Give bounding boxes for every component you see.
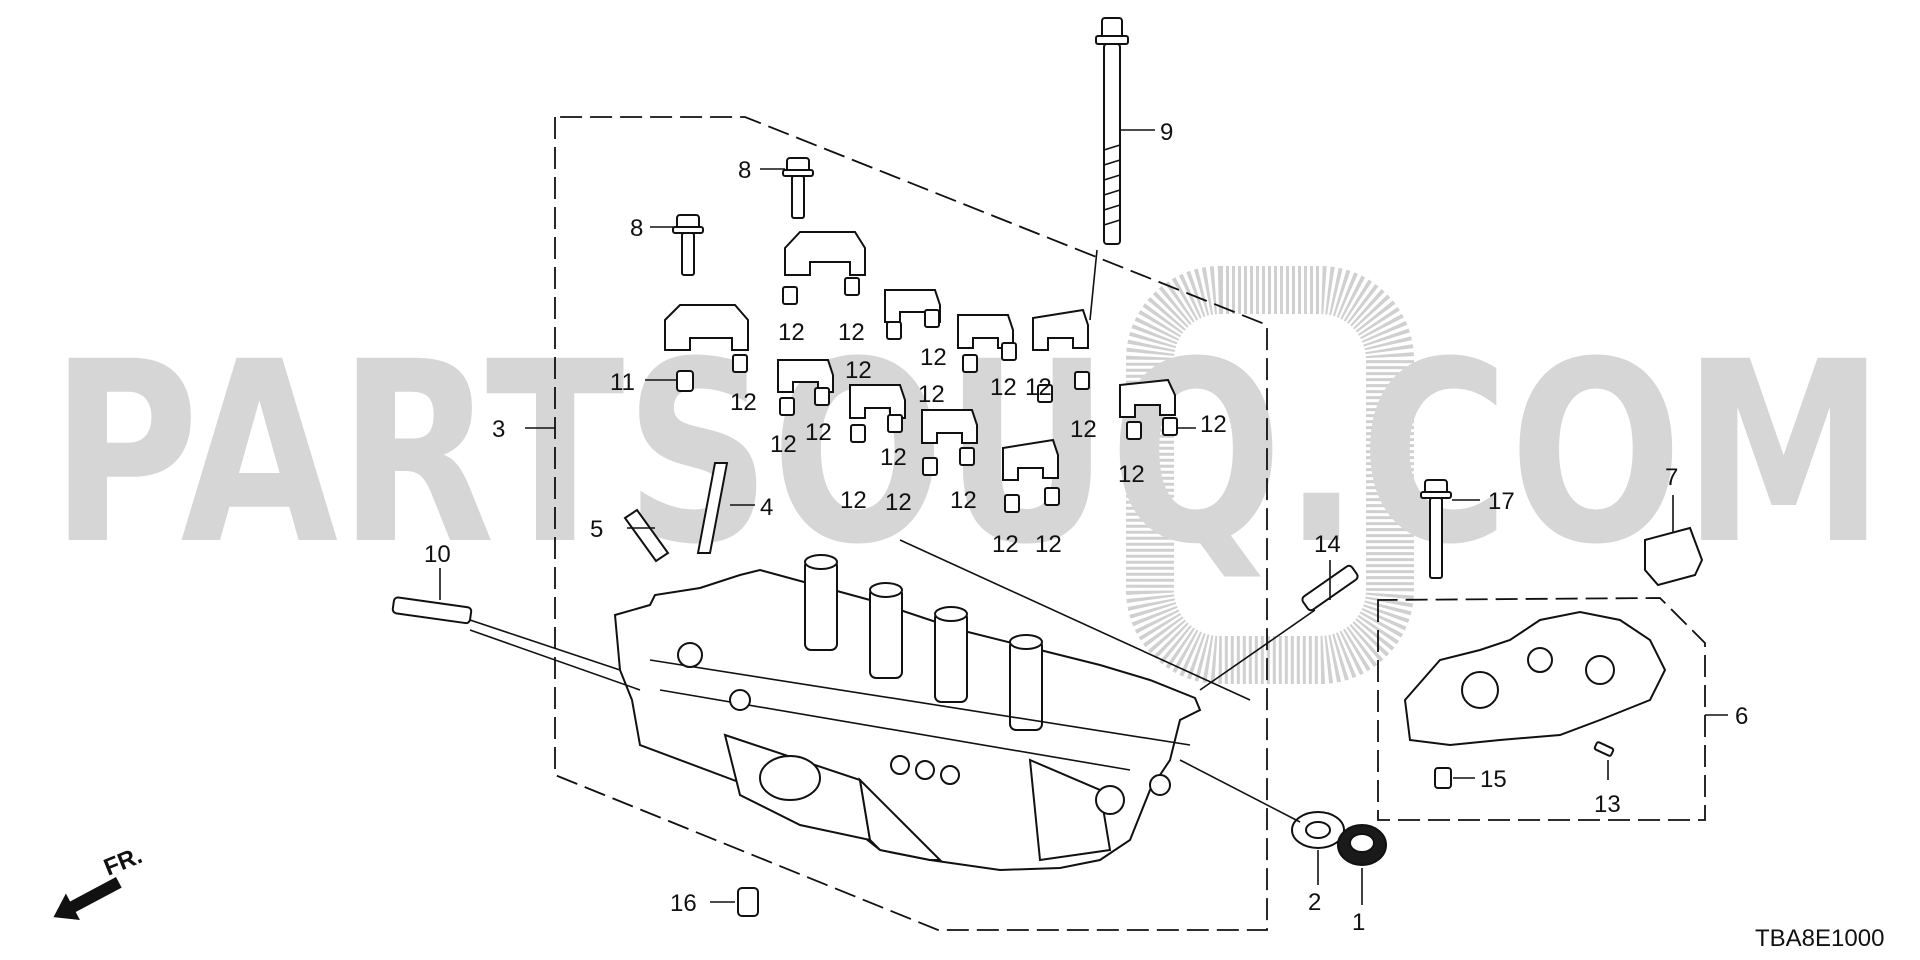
dowel-pins-part-12[interactable] — [732, 277, 1178, 513]
callouts-12: 12 12 12 12 12 12 12 12 12 12 12 12 12 1… — [730, 319, 1227, 558]
callout-7: 7 — [1665, 464, 1678, 491]
callout-12: 12 — [950, 487, 977, 514]
oil-control-valve-part-6[interactable] — [1403, 610, 1667, 747]
callout-3: 3 — [492, 416, 505, 443]
callout-12: 12 — [990, 374, 1017, 401]
callout-5: 5 — [590, 516, 603, 543]
callout-12: 12 — [1035, 531, 1062, 558]
callout-16: 16 — [670, 890, 697, 917]
callout-12: 12 — [918, 381, 945, 408]
watermark-logo — [1126, 266, 1414, 684]
cap-part-1[interactable] — [1337, 824, 1387, 866]
cylinder-head-assembly-outline — [554, 116, 1268, 931]
pipe-part-5[interactable] — [623, 508, 670, 563]
callout-12: 12 — [805, 419, 832, 446]
callout-12: 12 — [1070, 416, 1097, 443]
camshaft-holder-part[interactable] — [664, 231, 1176, 481]
cylinder-head-part[interactable] — [613, 554, 1202, 872]
callout-15: 15 — [1480, 766, 1507, 793]
callout-13: 13 — [1594, 791, 1621, 818]
head-bolt-part-9[interactable] — [1095, 17, 1129, 245]
pin-part-13[interactable] — [1593, 741, 1615, 757]
callout-12: 12 — [885, 489, 912, 516]
callout-4: 4 — [760, 494, 773, 521]
callout-10: 10 — [424, 541, 451, 568]
oil-control-valve-group-outline — [1377, 597, 1706, 821]
dowel-part-15[interactable] — [1434, 767, 1452, 789]
washer-part-2[interactable] — [1291, 811, 1345, 849]
callout-12: 12 — [1025, 374, 1052, 401]
callout-12: 12 — [778, 319, 805, 346]
callout-17: 17 — [1488, 488, 1515, 515]
callout-11: 11 — [610, 369, 635, 396]
callout-12: 12 — [730, 389, 757, 416]
callout-12: 12 — [840, 487, 867, 514]
cap-part-7[interactable] — [1644, 526, 1704, 587]
sleeve-part-11[interactable] — [676, 370, 694, 392]
callout-12: 12 — [770, 431, 797, 458]
diagram-code: TBA8E1000 — [1755, 925, 1884, 952]
callout-2: 2 — [1308, 889, 1321, 916]
front-direction-arrow-icon — [53, 877, 122, 920]
front-direction-marker: FR. — [53, 842, 146, 920]
dowel-part-16[interactable] — [737, 887, 759, 917]
callout-1: 1 — [1352, 909, 1365, 936]
callout-12: 12 — [845, 357, 872, 384]
callout-9: 9 — [1160, 119, 1173, 146]
bolt-part-8b[interactable] — [672, 214, 704, 276]
stud-part-10[interactable] — [391, 596, 473, 625]
callout-14: 14 — [1314, 531, 1341, 558]
callout-12: 12 — [920, 344, 947, 371]
callout-12: 12 — [1200, 411, 1227, 438]
bolt-part-17[interactable] — [1420, 479, 1452, 579]
callout-12: 12 — [838, 319, 865, 346]
callout-12: 12 — [880, 444, 907, 471]
callout-8a: 8 — [738, 157, 751, 184]
pipe-part-4[interactable] — [696, 462, 729, 554]
bolt-part-8a[interactable] — [782, 157, 814, 219]
callout-12: 12 — [992, 531, 1019, 558]
callout-8b: 8 — [630, 215, 643, 242]
front-direction-label: FR. — [100, 842, 146, 882]
callout-12: 12 — [1118, 461, 1145, 488]
callout-6: 6 — [1735, 703, 1748, 730]
